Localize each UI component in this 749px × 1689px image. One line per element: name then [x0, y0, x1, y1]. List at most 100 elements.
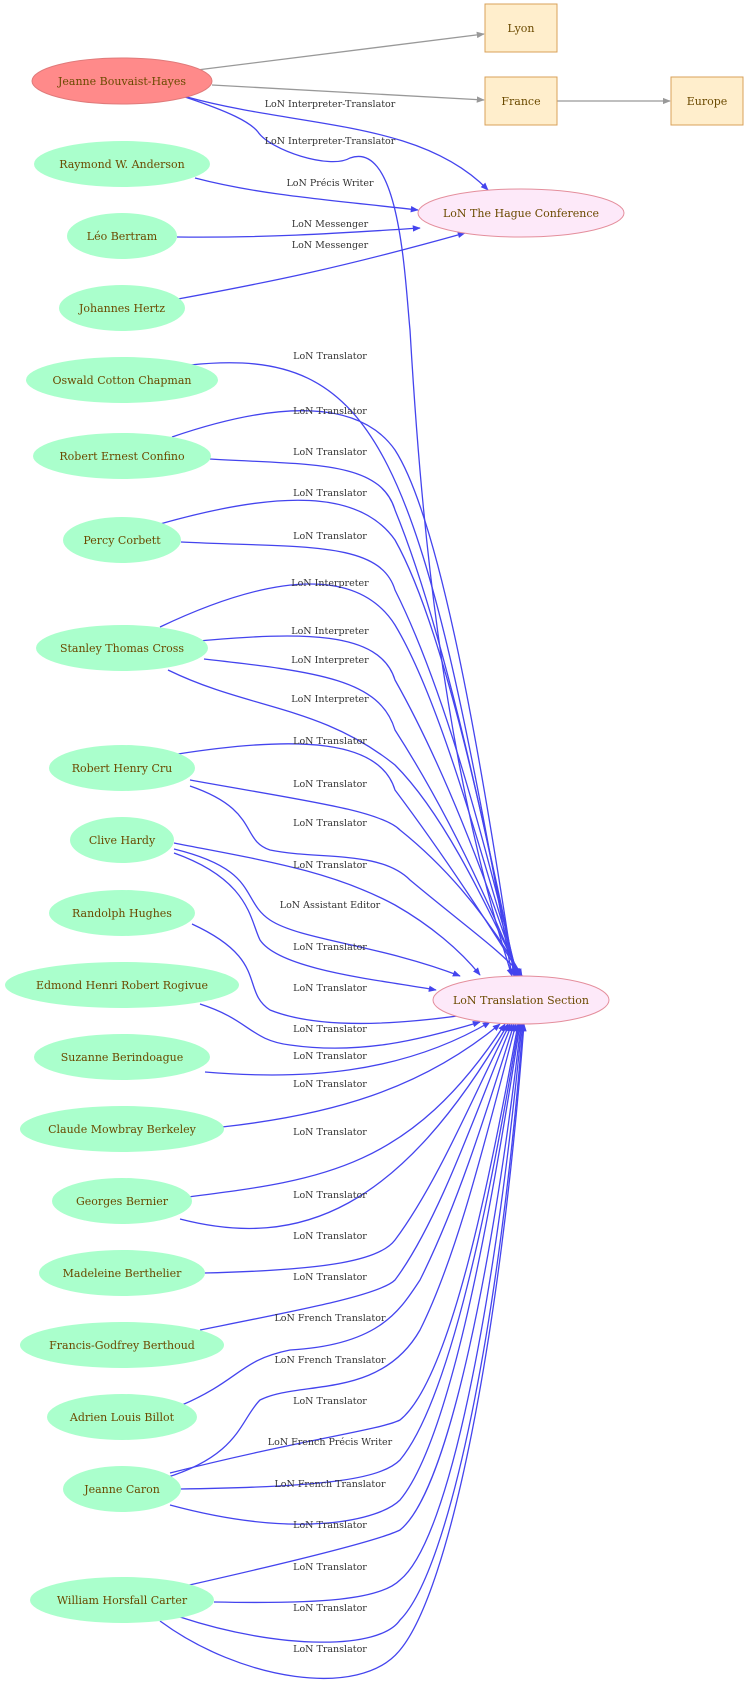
- person-ellipse: [33, 433, 211, 479]
- person-ellipse: [5, 962, 239, 1008]
- node-jbh[interactable]: Jeanne Bouvaist-Hayes: [31, 57, 213, 105]
- person-ellipse: [67, 213, 177, 259]
- edge-jbh-to-france: [211, 84, 485, 103]
- edge-label: LoN Translator: [293, 406, 367, 417]
- node-label: Clive Hardy: [89, 834, 156, 847]
- edge-label: LoN Translator: [293, 1127, 367, 1138]
- edge-jbh-to-hague: [186, 96, 489, 191]
- node-label: Oswald Cotton Chapman: [53, 374, 192, 387]
- edge-billot-to-trans: [181, 1023, 515, 1406]
- edge-label: LoN French Translator: [274, 1355, 385, 1366]
- place-box: [484, 3, 558, 53]
- node-label: Lyon: [507, 22, 534, 35]
- org-ellipse: [417, 188, 625, 238]
- edge-label: LoN Messenger: [292, 240, 369, 251]
- person-ellipse: [30, 1577, 214, 1623]
- edge-cross-to-trans: [198, 635, 519, 977]
- edge-hughes-to-trans: [191, 923, 479, 1025]
- node-corbett[interactable]: Percy Corbett: [63, 517, 181, 563]
- node-bernier[interactable]: Georges Bernier: [52, 1178, 192, 1224]
- edge-carter-to-trans: [179, 1023, 526, 1643]
- node-caron[interactable]: Jeanne Caron: [63, 1466, 181, 1512]
- edge-label: LoN Translator: [293, 1396, 367, 1407]
- node-berindoague[interactable]: Suzanne Berindoague: [34, 1034, 210, 1080]
- edge-label: LoN Translator: [293, 488, 367, 499]
- edge-hertz-to-hague: [177, 231, 466, 300]
- person-ellipse: [39, 1250, 205, 1296]
- node-lyon[interactable]: Lyon: [484, 3, 558, 53]
- node-label: Percy Corbett: [83, 534, 161, 547]
- edge-label: LoN Translator: [293, 1231, 367, 1242]
- node-label: Adrien Louis Billot: [69, 1411, 175, 1424]
- person-ellipse: [49, 890, 195, 936]
- edge-label: LoN Interpreter-Translator: [265, 99, 396, 110]
- node-trans[interactable]: LoN Translation Section: [432, 975, 610, 1025]
- person-ellipse: [36, 625, 208, 671]
- edge-corbett-to-trans: [180, 541, 519, 977]
- edge-label: LoN Précis Writer: [286, 178, 374, 189]
- edge-hardy-to-trans: [173, 842, 481, 976]
- person-ellipse: [47, 1394, 197, 1440]
- edge-hardy-to-trans: [173, 852, 437, 992]
- person-ellipse: [59, 285, 185, 331]
- node-label: Madeleine Berthelier: [63, 1267, 182, 1280]
- edge-label: LoN Translator: [293, 351, 367, 362]
- node-berthelier[interactable]: Madeleine Berthelier: [39, 1250, 205, 1296]
- edge-corbett-to-trans: [159, 499, 518, 977]
- node-berkeley[interactable]: Claude Mowbray Berkeley: [20, 1106, 224, 1152]
- node-label: LoN The Hague Conference: [443, 207, 599, 220]
- edge-label: LoN Interpreter: [291, 626, 369, 637]
- edge-rogivue-to-trans: [199, 1003, 481, 1049]
- node-anderson[interactable]: Raymond W. Anderson: [34, 141, 210, 187]
- place-box: [670, 76, 744, 126]
- node-label: William Horsfall Carter: [57, 1594, 188, 1607]
- node-berthoud[interactable]: Francis-Godfrey Berthoud: [20, 1322, 224, 1368]
- node-france[interactable]: France: [484, 76, 558, 126]
- edge-label: LoN Translator: [293, 942, 367, 953]
- node-hughes[interactable]: Randolph Hughes: [49, 890, 195, 936]
- node-label: Johannes Hertz: [78, 302, 165, 315]
- node-hague[interactable]: LoN The Hague Conference: [417, 188, 625, 238]
- edge-label: LoN Translator: [293, 1272, 367, 1283]
- node-billot[interactable]: Adrien Louis Billot: [47, 1394, 197, 1440]
- place-box: [484, 76, 558, 126]
- edge-jbh-to-trans: [184, 96, 513, 977]
- edge-cru-to-trans: [189, 779, 523, 977]
- node-cru[interactable]: Robert Henry Cru: [49, 745, 195, 791]
- edge-label: LoN Translator: [293, 1603, 367, 1614]
- person-ellipse: [63, 1466, 181, 1512]
- person-ellipse: [34, 141, 210, 187]
- edge-label: LoN Translator: [293, 983, 367, 994]
- edge-label: LoN Translator: [293, 1051, 367, 1062]
- node-chapman[interactable]: Oswald Cotton Chapman: [26, 357, 218, 403]
- edge-anderson-to-hague: [194, 177, 419, 213]
- node-carter[interactable]: William Horsfall Carter: [30, 1577, 214, 1623]
- node-rogivue[interactable]: Edmond Henri Robert Rogivue: [5, 962, 239, 1008]
- edge-label: LoN Interpreter-Translator: [265, 136, 396, 147]
- edge-label: LoN Translator: [293, 1024, 367, 1035]
- edge-berindoague-to-trans: [204, 1021, 491, 1076]
- node-confino[interactable]: Robert Ernest Confino: [33, 433, 211, 479]
- edge-bernier-to-trans: [179, 1023, 509, 1230]
- edge-label: LoN French Précis Writer: [268, 1437, 393, 1448]
- edge-cross-to-trans: [159, 583, 519, 977]
- node-hardy[interactable]: Clive Hardy: [70, 817, 174, 863]
- node-label: Edmond Henri Robert Rogivue: [36, 979, 208, 992]
- person-ellipse: [52, 1178, 192, 1224]
- node-europe[interactable]: Europe: [670, 76, 744, 126]
- edge-label: LoN Translator: [293, 1520, 367, 1531]
- edge-carter-to-trans: [159, 1023, 527, 1679]
- edge-label: LoN Translator: [293, 1079, 367, 1090]
- node-cross[interactable]: Stanley Thomas Cross: [36, 625, 208, 671]
- edge-berthoud-to-trans: [199, 1023, 513, 1331]
- edge-bertram-to-hague: [176, 225, 421, 238]
- node-bertram[interactable]: Léo Bertram: [67, 213, 177, 259]
- edge-label: LoN Interpreter: [291, 578, 369, 589]
- focus-ellipse: [31, 57, 213, 105]
- edge-caron-to-trans: [179, 1023, 521, 1490]
- node-label: Jeanne Bouvaist-Hayes: [57, 75, 186, 88]
- node-hertz[interactable]: Johannes Hertz: [59, 285, 185, 331]
